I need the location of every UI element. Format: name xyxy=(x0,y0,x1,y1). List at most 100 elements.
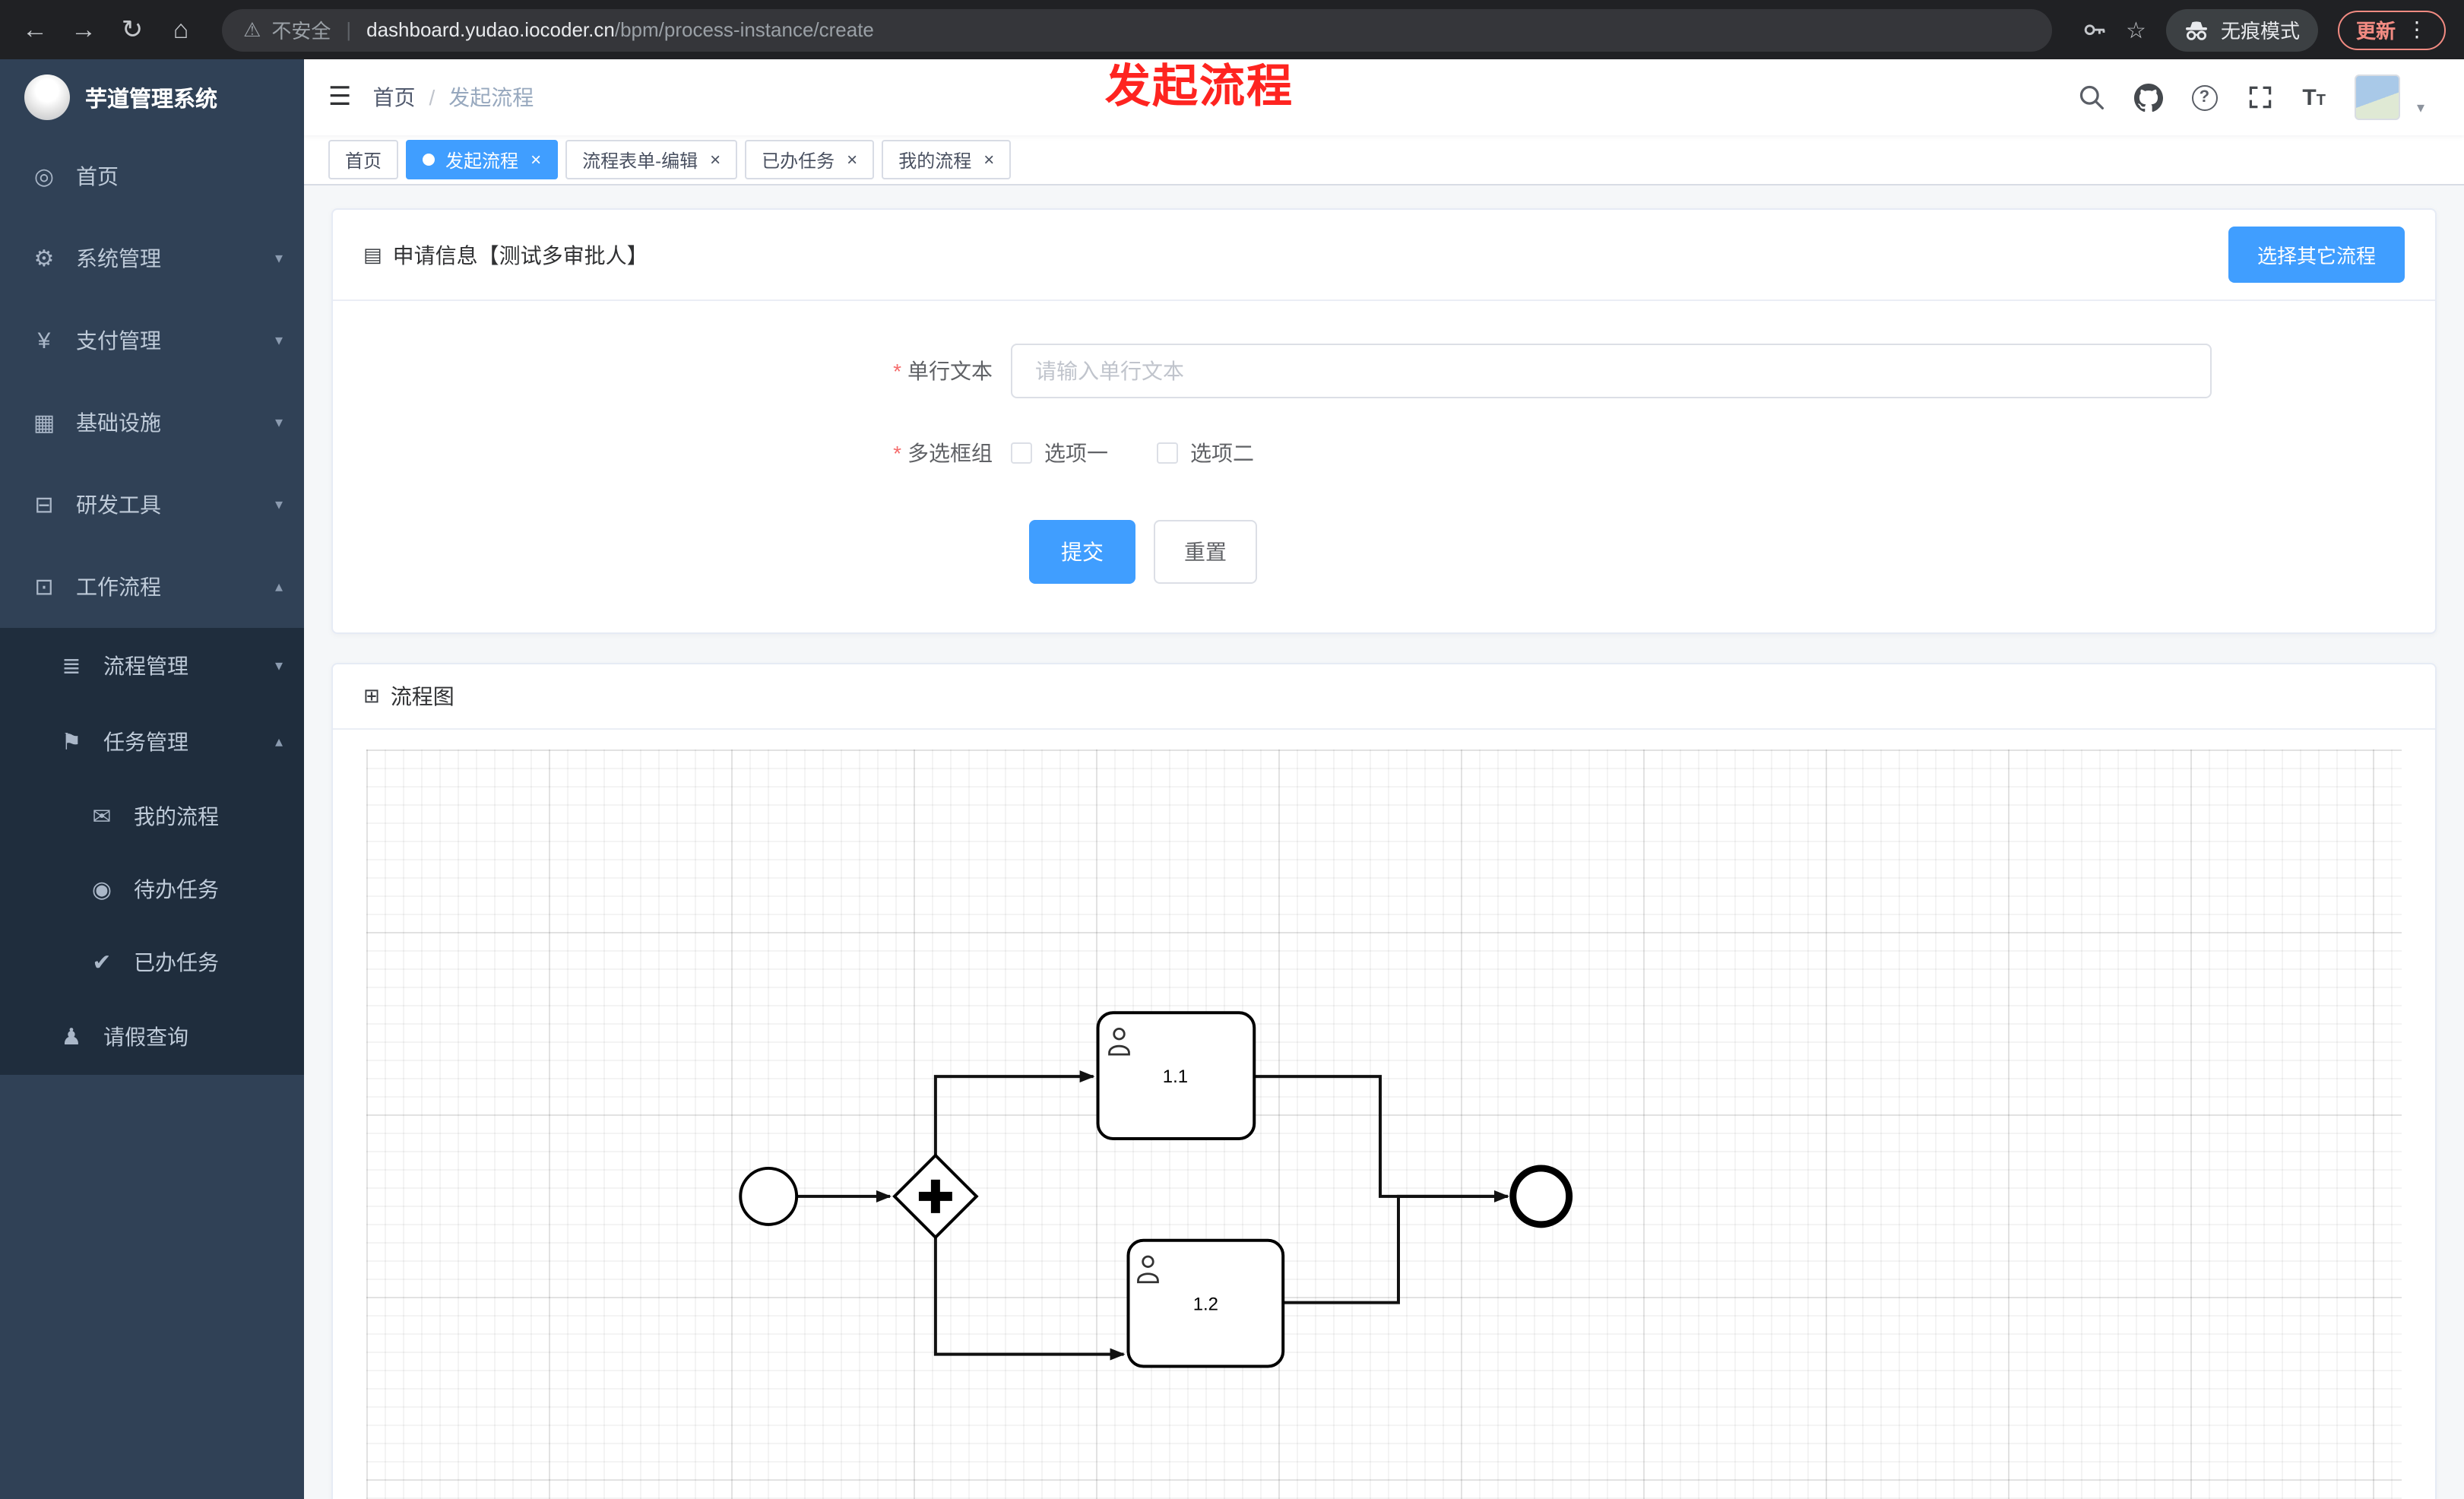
sidebar-item-infrastructure[interactable]: ▦ 基础设施 ▾ xyxy=(0,382,304,464)
sidebar-logo[interactable]: 芋道管理系统 xyxy=(0,59,304,135)
user-icon xyxy=(1108,1028,1130,1056)
checkbox-icon[interactable] xyxy=(1011,442,1032,464)
checkbox-option-1[interactable]: 选项一 xyxy=(1011,438,1108,468)
toolbox-icon: ⊟ xyxy=(34,493,54,518)
close-icon[interactable]: × xyxy=(530,149,542,170)
top-navbar: ☰ 首页 / 发起流程 xyxy=(304,59,2464,135)
sidebar-item-label: 请假查询 xyxy=(103,1025,188,1049)
close-icon[interactable]: × xyxy=(847,149,858,170)
form-actions: 提交 重置 xyxy=(1029,520,2435,584)
checkbox-icon[interactable] xyxy=(1157,442,1178,464)
chevron-down-icon: ▾ xyxy=(274,658,283,674)
avatar-caret-icon[interactable]: ▾ xyxy=(2416,100,2424,117)
sidebar-item-label: 待办任务 xyxy=(134,877,219,902)
browser-menu-icon[interactable]: ⋮ xyxy=(2406,17,2428,41)
field-label-text: 单行文本 xyxy=(907,359,993,383)
chevron-down-icon: ▾ xyxy=(274,250,283,267)
security-warning-icon[interactable]: ⚠ xyxy=(243,17,261,40)
tab-done-tasks[interactable]: 已办任务 × xyxy=(745,140,875,179)
single-line-text-input[interactable] xyxy=(1011,344,2212,398)
application-form: *单行文本 *多选框组 选项一 xyxy=(333,301,2435,632)
gear-icon: ⚙ xyxy=(33,246,55,272)
help-icon[interactable]: ? xyxy=(2191,84,2218,110)
document-icon: ▤ xyxy=(363,242,382,265)
checkbox-label: 选项一 xyxy=(1044,441,1108,465)
field-label: *多选框组 xyxy=(631,438,1011,468)
sidebar-item-label: 系统管理 xyxy=(76,246,161,271)
key-icon[interactable] xyxy=(2082,14,2106,45)
sidebar-item-task-management[interactable]: ⚑ 任务管理 ▴ xyxy=(0,704,304,780)
bpmn-svg: 1.1 1.2 xyxy=(739,1011,1573,1368)
back-icon[interactable]: ← xyxy=(22,14,48,43)
tab-label: 流程表单-编辑 xyxy=(582,150,698,171)
active-dot xyxy=(423,154,435,166)
sidebar-item-todo-tasks[interactable]: ◉ 待办任务 xyxy=(0,853,304,926)
chat-icon: ✉ xyxy=(92,804,112,830)
tab-label: 我的流程 xyxy=(898,150,972,171)
task-label: 1.1 xyxy=(1163,1066,1188,1087)
breadcrumb: 首页 / 发起流程 xyxy=(373,82,534,113)
close-icon[interactable]: × xyxy=(983,149,995,170)
breadcrumb-home[interactable]: 首页 xyxy=(372,85,416,109)
flowchart-icon: ⊞ xyxy=(363,684,380,707)
chevron-down-icon: ▾ xyxy=(274,414,283,431)
tag-view-bar: 首页 发起流程 × 流程表单-编辑 × 已办任务 × 我的流程 × xyxy=(304,135,2464,185)
tab-initiate-process[interactable]: 发起流程 × xyxy=(406,140,559,179)
github-icon[interactable] xyxy=(2133,83,2163,112)
sidebar-item-my-process[interactable]: ✉ 我的流程 xyxy=(0,780,304,853)
sidebar-item-label: 研发工具 xyxy=(76,493,161,517)
home-icon[interactable]: ⌂ xyxy=(173,14,189,43)
check-icon: ✔ xyxy=(92,950,112,976)
process-diagram-card: ⊞ 流程图 xyxy=(331,663,2437,1499)
tab-home[interactable]: 首页 xyxy=(328,140,399,179)
tab-label: 首页 xyxy=(345,150,382,171)
chevron-up-icon: ▴ xyxy=(274,578,283,595)
bpmn-canvas[interactable]: 1.1 1.2 xyxy=(366,750,2402,1499)
search-icon[interactable] xyxy=(2077,84,2105,111)
security-label[interactable]: 不安全 xyxy=(271,20,331,43)
breadcrumb-current: 发起流程 xyxy=(448,85,534,109)
sidebar-item-workflow[interactable]: ⊡ 工作流程 ▴ xyxy=(0,546,304,628)
logo-title: 芋道管理系统 xyxy=(85,87,217,112)
sidebar-item-done-tasks[interactable]: ✔ 已办任务 xyxy=(0,926,304,999)
forward-icon[interactable]: → xyxy=(71,14,97,43)
tab-my-process[interactable]: 我的流程 × xyxy=(882,140,1012,179)
parallel-gateway[interactable] xyxy=(892,1153,979,1240)
url-text[interactable]: dashboard.yudao.iocoder.cn/bpm/process-i… xyxy=(366,18,874,41)
select-other-process-button[interactable]: 选择其它流程 xyxy=(2228,227,2405,283)
browser-chrome: ← → ↻ ⌂ ⚠ 不安全 | dashboard.yudao.iocoder.… xyxy=(0,0,2464,59)
sidebar-item-payment[interactable]: ¥ 支付管理 ▾ xyxy=(0,299,304,382)
card-header: ⊞ 流程图 xyxy=(333,664,2435,730)
user-task-1-1[interactable]: 1.1 xyxy=(1096,1011,1256,1140)
refresh-icon[interactable]: ↻ xyxy=(121,14,144,43)
diagram-body: 1.1 1.2 xyxy=(333,730,2435,1499)
submit-button[interactable]: 提交 xyxy=(1029,520,1135,584)
close-icon[interactable]: × xyxy=(710,149,721,170)
sidebar-item-process-management[interactable]: ≣ 流程管理 ▾ xyxy=(0,628,304,704)
fullscreen-icon[interactable] xyxy=(2246,84,2273,111)
main-area: ☰ 首页 / 发起流程 xyxy=(304,59,2464,1499)
grid-icon: ▦ xyxy=(33,410,55,436)
start-event[interactable] xyxy=(739,1166,799,1226)
reset-button[interactable]: 重置 xyxy=(1154,520,1257,584)
avatar[interactable] xyxy=(2354,74,2400,120)
incognito-label: 无痕模式 xyxy=(2220,20,2300,43)
end-event[interactable] xyxy=(1509,1165,1573,1228)
sidebar-toggle-icon[interactable]: ☰ xyxy=(328,82,352,111)
checkbox-option-2[interactable]: 选项二 xyxy=(1157,438,1254,468)
url-bar[interactable]: ⚠ 不安全 | dashboard.yudao.iocoder.cn/bpm/p… xyxy=(222,8,2052,51)
user-task-1-2[interactable]: 1.2 xyxy=(1126,1238,1285,1368)
flag-icon: ⚑ xyxy=(61,730,82,756)
sidebar-item-home[interactable]: ◎ 首页 xyxy=(0,135,304,217)
person-icon: ♟ xyxy=(61,1025,82,1051)
sidebar-item-leave-query[interactable]: ♟ 请假查询 xyxy=(0,999,304,1075)
breadcrumb-separator: / xyxy=(429,85,435,109)
sidebar-item-system[interactable]: ⚙ 系统管理 ▾ xyxy=(0,217,304,299)
sidebar-item-devtools[interactable]: ⊟ 研发工具 ▾ xyxy=(0,464,304,546)
tab-label: 已办任务 xyxy=(762,150,835,171)
tab-process-form-edit[interactable]: 流程表单-编辑 × xyxy=(565,140,738,179)
update-button[interactable]: 更新 ⋮ xyxy=(2337,10,2446,49)
bookmark-star-icon[interactable]: ☆ xyxy=(2126,17,2146,43)
incognito-badge[interactable]: 无痕模式 xyxy=(2165,8,2318,51)
